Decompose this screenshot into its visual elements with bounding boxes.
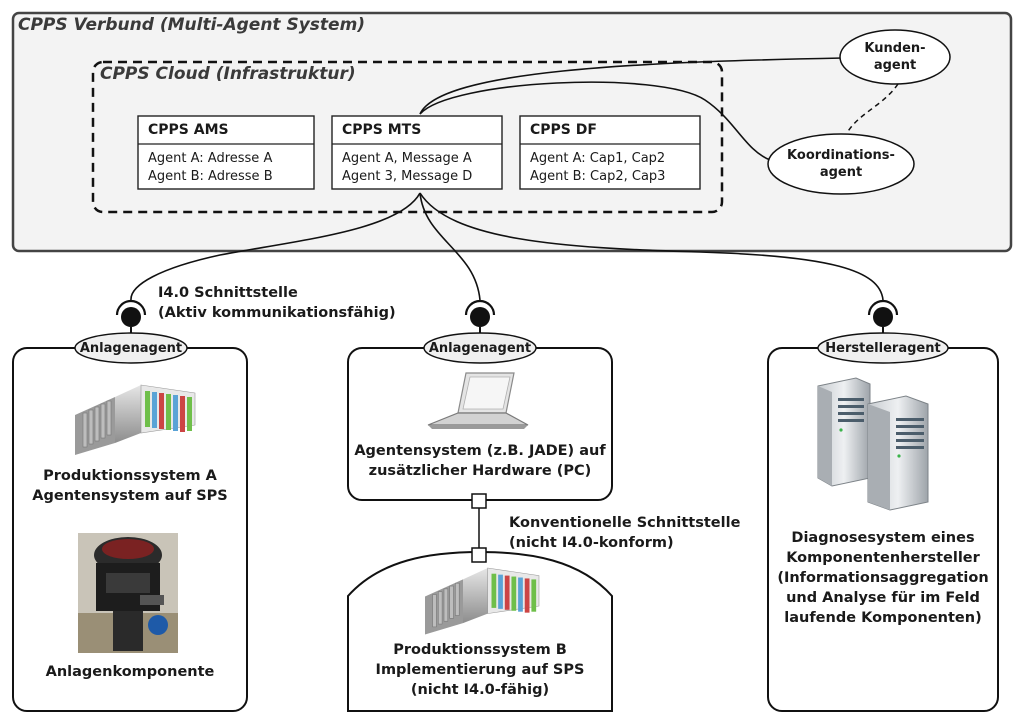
tag-ellipse-middle: [423, 332, 537, 364]
socket-middle: [464, 299, 496, 336]
tag-right: Herstelleragent: [825, 341, 941, 356]
interface-label-line-2: (Aktiv kommunikationsfähig): [158, 305, 396, 321]
interface-label-line-1: I4.0 Schnittstelle: [158, 285, 298, 301]
koordinationsagent-label: Koordinations- agent: [771, 147, 911, 181]
right-caption-line-2: Komponentenhersteller: [786, 550, 980, 566]
middle-caption: Agentensystem (z.B. JADE) auf zusätzlich…: [350, 441, 610, 481]
laptop-image: [427, 372, 529, 429]
middle-caption-line-2: zusätzlicher Hardware (PC): [368, 463, 592, 479]
df-row-1: Agent A: Cap1, Cap2: [530, 151, 666, 166]
kundenagent-label: Kunden- agent: [845, 40, 945, 74]
left-caption-1: Produktionssystem A Agentensystem auf SP…: [15, 466, 245, 506]
conventional-connector: [471, 493, 487, 563]
kundenagent-label-line-1: Kunden-: [864, 41, 926, 56]
bottom-caption: Produktionssystem B Implementierung auf …: [350, 640, 610, 700]
mts-row-1: Agent A, Message A: [342, 151, 472, 166]
conventional-label: Konventionelle Schnittstelle (nicht I4.0…: [509, 513, 740, 553]
kundenagent-label-line-2: agent: [873, 58, 917, 73]
socket-right: [867, 299, 899, 336]
service-box-ams: [137, 115, 315, 190]
socket-left: [115, 299, 147, 336]
mts-title: CPPS MTS: [342, 122, 422, 138]
service-box-mts: [331, 115, 503, 190]
df-row-2: Agent B: Cap2, Cap3: [530, 169, 666, 184]
right-caption-line-5: laufende Komponenten): [784, 610, 982, 626]
koordinationsagent-label-line-2: agent: [819, 165, 863, 180]
cloud-box: [91, 60, 724, 214]
bottom-caption-line-1: Produktionssystem B: [393, 642, 567, 658]
conventional-label-line-2: (nicht I4.0-konform): [509, 535, 674, 551]
tag-ellipse-right: [817, 332, 949, 364]
kundenagent-ellipse[interactable]: [839, 29, 951, 85]
middle-caption-line-1: Agentensystem (z.B. JADE) auf: [354, 443, 606, 459]
ams-row-1: Agent A: Adresse A: [148, 151, 273, 166]
koordinationsagent-label-line-1: Koordinations-: [787, 148, 895, 163]
mts-row-2: Agent 3, Message D: [342, 169, 473, 184]
link-right-panel: [419, 192, 884, 301]
verbund-title: CPPS Verbund (Multi-Agent System): [18, 15, 366, 35]
bottom-caption-line-2: Implementierung auf SPS: [375, 662, 585, 678]
plc-module-image-b: [425, 567, 540, 635]
link-left-panel: [130, 192, 421, 301]
plc-module-image-a: [75, 384, 196, 455]
link-koordinationsagent: [419, 81, 771, 161]
left-caption-1-line-2: Agentensystem auf SPS: [32, 488, 228, 504]
left-caption-1-line-1: Produktionssystem A: [43, 468, 217, 484]
server-image: [817, 377, 929, 511]
service-box-df: [519, 115, 701, 190]
df-title: CPPS DF: [530, 122, 597, 138]
tag-ellipse-left: [74, 332, 188, 364]
interface-label: I4.0 Schnittstelle (Aktiv kommunikations…: [158, 283, 396, 323]
right-caption: Diagnosesystem eines Komponentenherstell…: [770, 528, 996, 628]
right-caption-line-3: (Informationsaggregation: [777, 570, 989, 586]
conventional-label-line-1: Konventionelle Schnittstelle: [509, 515, 741, 531]
bottom-caption-line-3: (nicht I4.0-fähig): [410, 682, 550, 698]
link-kundenagent: [419, 57, 844, 115]
right-caption-line-1: Diagnosesystem eines: [791, 530, 975, 546]
left-caption-2: Anlagenkomponente: [45, 664, 215, 680]
right-caption-line-4: und Analyse für im Feld: [786, 590, 980, 606]
verbund-box: [11, 11, 1013, 253]
tag-middle: Anlagenagent: [428, 341, 532, 356]
cloud-title: CPPS Cloud (Infrastruktur): [100, 64, 356, 84]
component-photo: [78, 533, 178, 653]
ams-title: CPPS AMS: [148, 122, 229, 138]
link-middle-panel: [419, 192, 481, 301]
koordinationsagent-ellipse[interactable]: [767, 133, 915, 195]
tag-left: Anlagenagent: [79, 341, 183, 356]
ams-row-2: Agent B: Adresse B: [148, 169, 273, 184]
